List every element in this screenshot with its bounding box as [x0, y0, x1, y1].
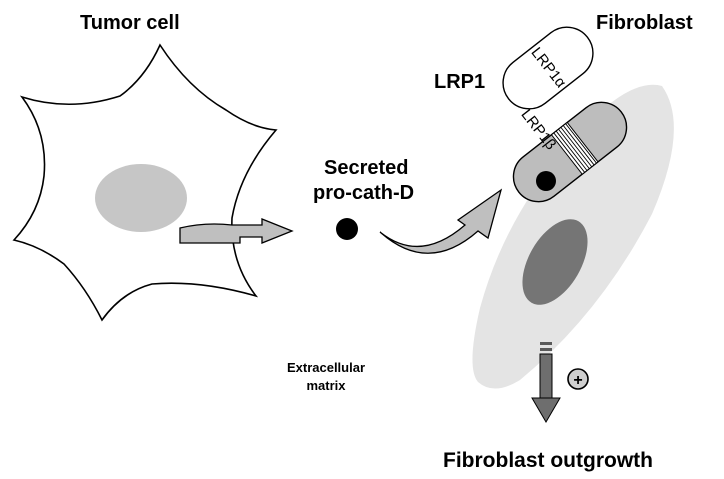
- outgrowth-label: Fibroblast outgrowth: [443, 449, 653, 472]
- tumor-cell-title: Tumor cell: [80, 12, 180, 34]
- bound-pro-cath-d-dot: [536, 171, 556, 191]
- fibroblast-title: Fibroblast: [596, 12, 693, 34]
- tumor-cell-nucleus: [95, 164, 187, 232]
- fibroblast-nucleus: [522, 219, 588, 305]
- lrp1-label: LRP1: [434, 71, 485, 93]
- secreted-label: Secreted: [324, 157, 409, 179]
- plus-sign: +: [573, 372, 582, 389]
- positive-effect-icon: [567, 368, 589, 390]
- transmembrane-stripes: [553, 123, 597, 173]
- lrp1-alpha-subunit: [502, 26, 594, 110]
- secretion-arrow: [179, 218, 294, 244]
- outgrowth-arrow: [531, 342, 561, 423]
- pro-cath-d-dot: [336, 218, 358, 240]
- ecm-label-line2: matrix: [306, 378, 346, 393]
- pro-cath-d-label: pro-cath-D: [313, 182, 414, 204]
- ecm-label-line1: Extracellular: [287, 360, 365, 375]
- binding-arrow: [379, 188, 503, 254]
